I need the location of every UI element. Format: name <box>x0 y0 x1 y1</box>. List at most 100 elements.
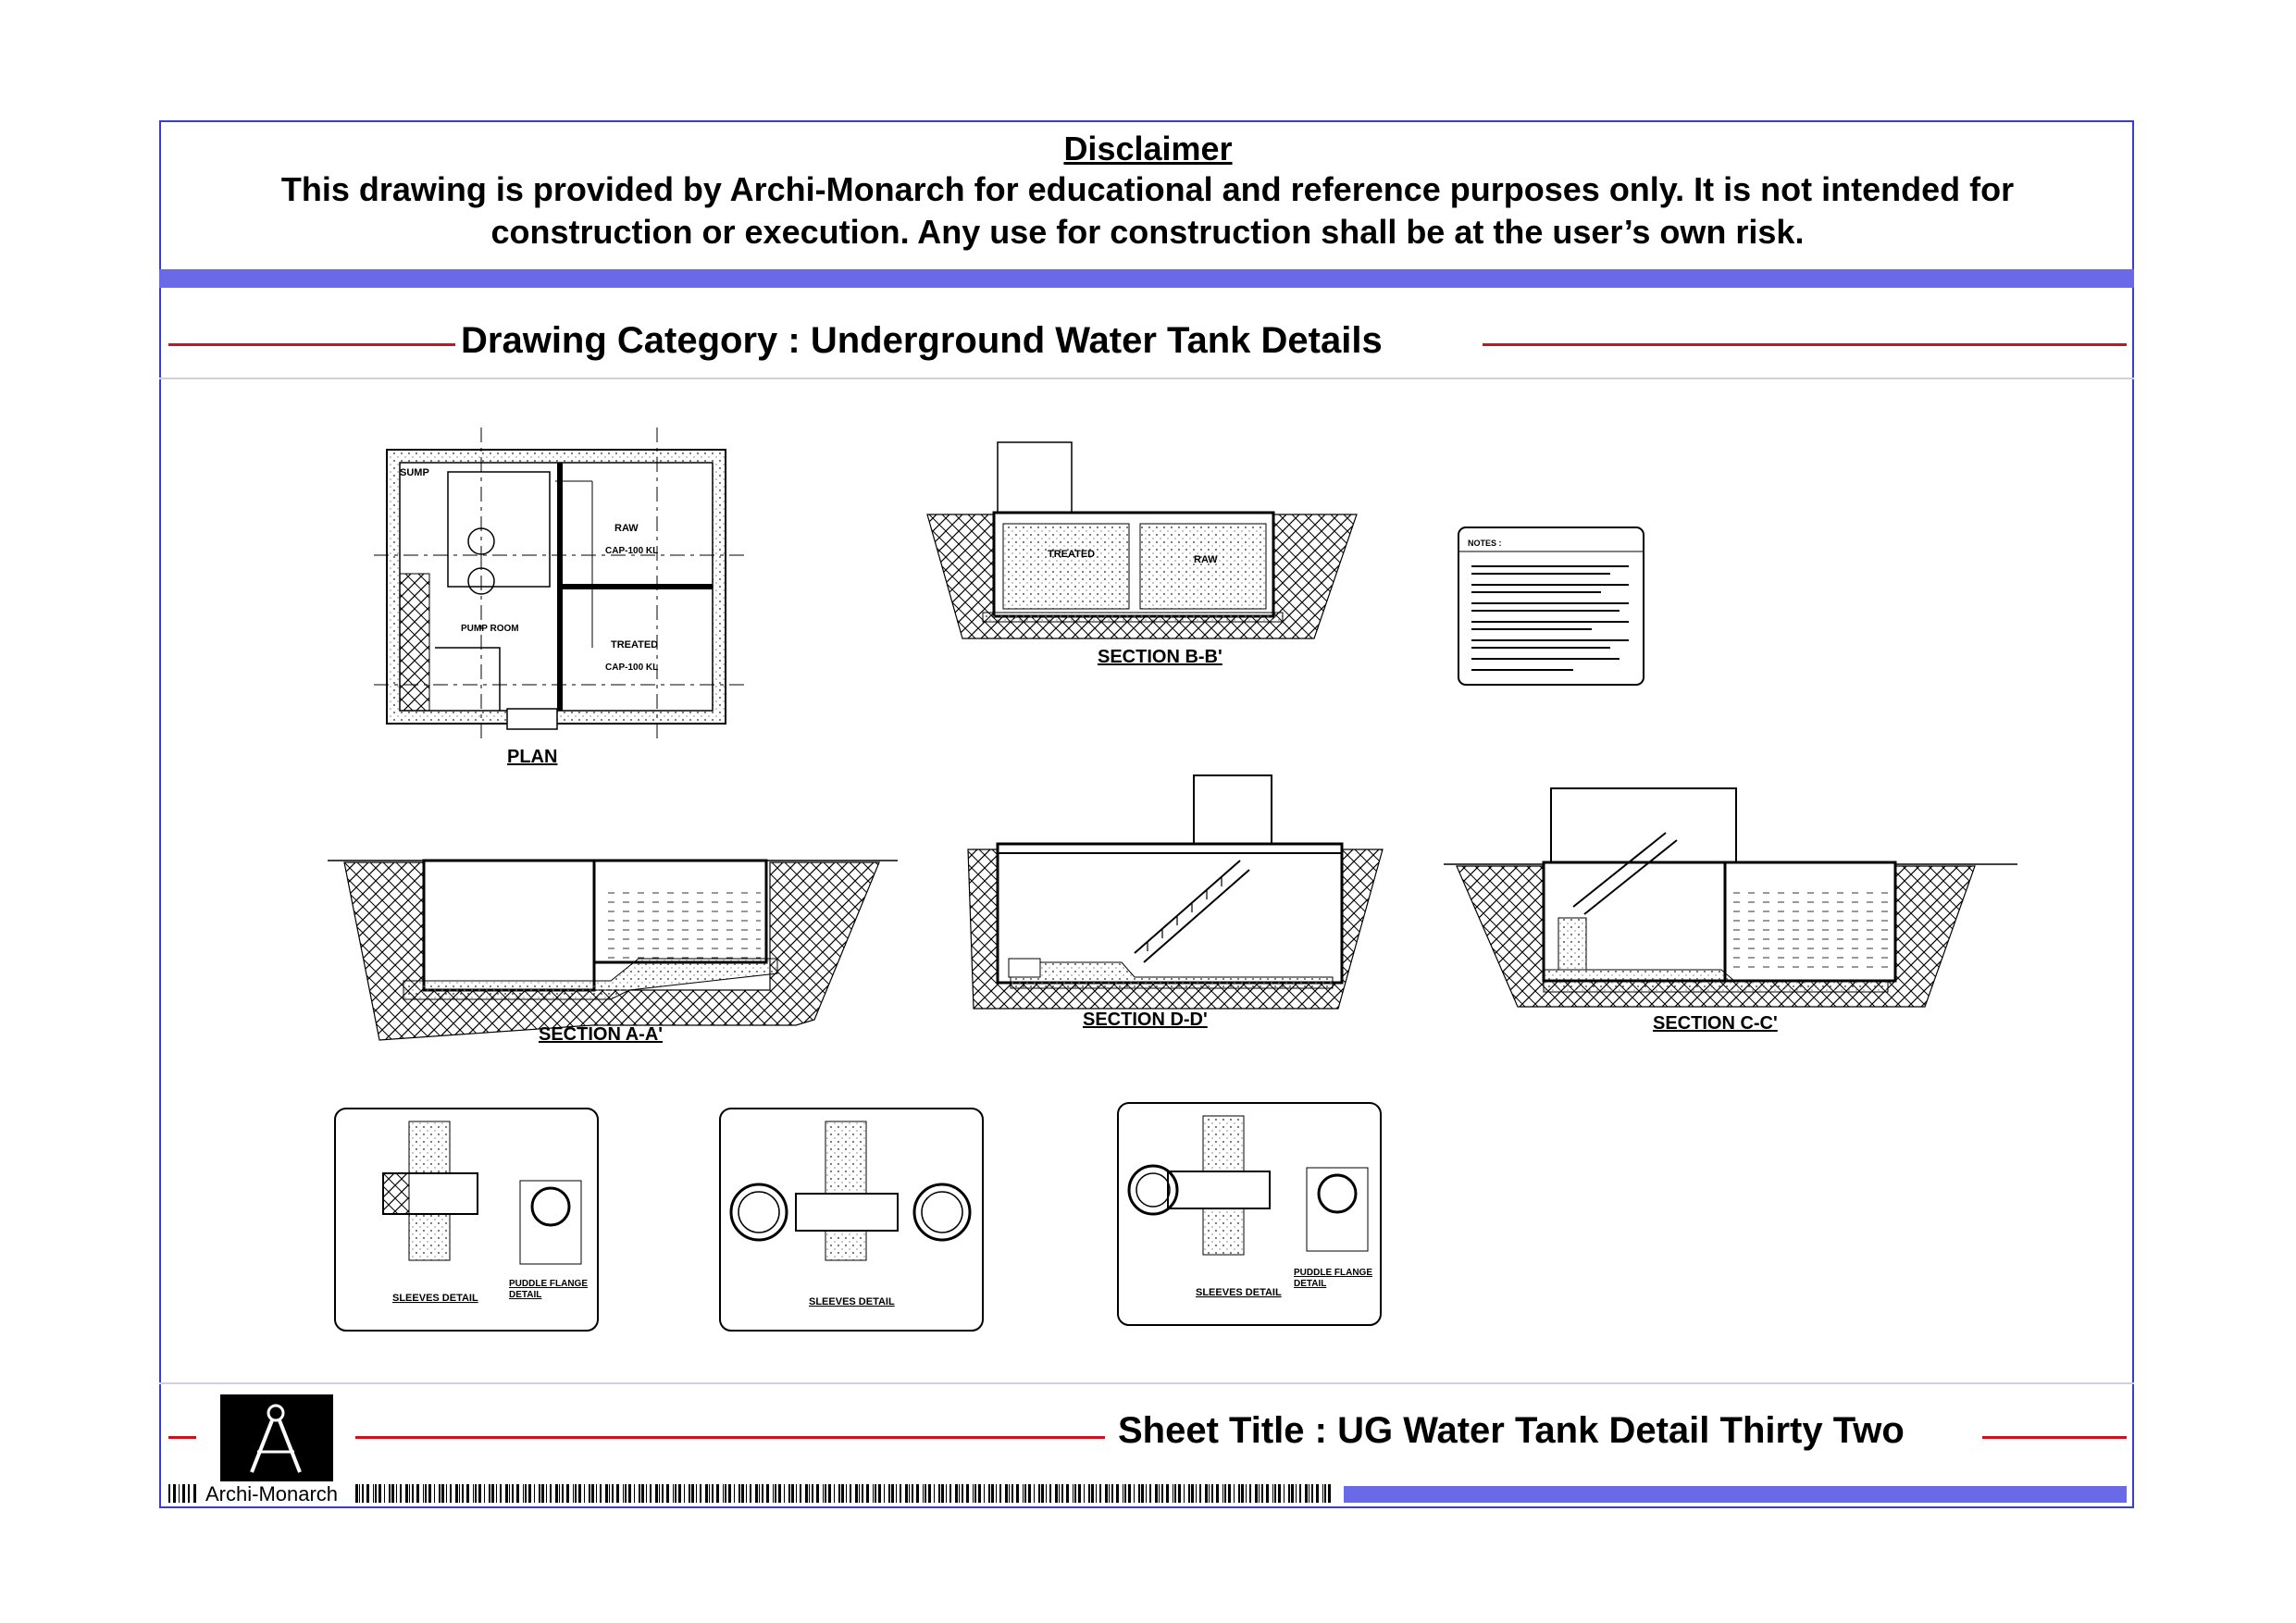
barcode-bar <box>778 1484 781 1503</box>
barcode-bar <box>505 1484 508 1503</box>
plan-treated-label: TREATED <box>611 639 658 650</box>
section-cc-title: SECTION C-C' <box>1653 1013 1778 1034</box>
barcode-bar <box>379 1484 381 1503</box>
barcode-bar <box>1211 1484 1213 1503</box>
disclaimer-text: This drawing is provided by Archi-Monarc… <box>185 168 2110 254</box>
barcode-bar <box>1011 1484 1013 1503</box>
barcode-bar <box>962 1484 963 1503</box>
barcode-bar <box>696 1484 697 1503</box>
barcode-bar <box>1299 1484 1301 1503</box>
barcode-bar <box>1261 1484 1263 1503</box>
barcode-bar <box>905 1484 908 1503</box>
barcode-bar <box>949 1484 951 1503</box>
barcode-bar <box>1124 1484 1126 1503</box>
barcode-bar <box>584 1484 585 1503</box>
barcode-bar <box>838 1484 840 1503</box>
barcode-bar <box>1288 1484 1290 1503</box>
barcode-bar <box>625 1484 627 1503</box>
barcode-bar <box>1099 1484 1101 1503</box>
barcode-bar <box>978 1484 981 1503</box>
barcode-bar <box>384 1484 385 1503</box>
barcode-bar <box>1234 1484 1235 1503</box>
barcode-bar <box>966 1484 969 1503</box>
sleeve-detail-2: SLEEVES DETAIL <box>719 1108 984 1332</box>
plan-raw-cap: CAP-100 KL <box>605 546 658 556</box>
barcode-bar <box>812 1484 813 1503</box>
barcode-strip <box>355 1484 1331 1503</box>
barcode-bar <box>628 1484 631 1503</box>
barcode-bar <box>941 1484 944 1503</box>
disclaimer-title: Disclaimer <box>1063 130 1233 167</box>
barcode-bar <box>959 1484 960 1503</box>
barcode-bar <box>473 1484 474 1503</box>
barcode-bar <box>1184 1484 1185 1503</box>
barcode-bar <box>1009 1484 1010 1503</box>
barcode-bar <box>450 1484 452 1503</box>
barcode-bar <box>705 1484 708 1503</box>
barcode-bar <box>900 1484 901 1503</box>
barcode-bar <box>773 1484 774 1503</box>
barcode-bar <box>409 1484 410 1503</box>
barcode-bar <box>1311 1484 1313 1503</box>
barcode-bar <box>759 1484 760 1503</box>
sheet-rule-left <box>355 1436 1105 1439</box>
barcode-bar <box>550 1484 552 1503</box>
barcode-bar <box>1128 1484 1131 1503</box>
barcode-bar <box>355 1484 358 1503</box>
disclaimer-line-2: construction or execution. Any use for c… <box>490 213 1805 251</box>
barcode-bar <box>728 1484 731 1503</box>
barcode-bar <box>539 1484 540 1503</box>
barcode-bar <box>766 1484 769 1503</box>
barcode-bar <box>712 1484 714 1503</box>
barcode-bar <box>884 1484 885 1503</box>
barcode-bar <box>1005 1484 1008 1503</box>
barcode-bar <box>1249 1484 1251 1503</box>
barcode-bar <box>489 1484 490 1503</box>
barcode-bar <box>546 1484 547 1503</box>
barcode-bar <box>641 1484 644 1503</box>
barcode-bar <box>928 1484 931 1503</box>
barcode-bar <box>875 1484 876 1503</box>
category-rule-left <box>168 343 455 346</box>
barcode-bar <box>500 1484 502 1503</box>
barcode-bar <box>689 1484 690 1503</box>
barcode-bar <box>373 1484 374 1503</box>
plan-treated-cap: CAP-100 KL <box>605 663 658 673</box>
sheet-frame <box>159 120 2134 1508</box>
barcode-bar <box>809 1484 810 1503</box>
barcode-bar <box>400 1484 402 1503</box>
barcode-bar <box>434 1484 435 1503</box>
plan-drawing: SUMP RAW CAP-100 KL TREATED CAP-100 KL P… <box>374 427 750 767</box>
sheet-title: Sheet Title : UG Water Tank Detail Thirt… <box>1118 1410 1905 1451</box>
barcode-bar <box>634 1484 635 1503</box>
barcode-bar <box>612 1484 614 1503</box>
barcode-bar <box>1246 1484 1247 1503</box>
barcode-bar <box>1134 1484 1135 1503</box>
barcode-bar <box>1146 1484 1147 1503</box>
barcode-bar <box>623 1484 624 1503</box>
barcode-bar <box>834 1484 835 1503</box>
barcode-bar <box>559 1484 560 1503</box>
barcode-bar <box>466 1484 469 1503</box>
plan-raw-label: RAW <box>614 523 639 534</box>
barcode-bar <box>609 1484 610 1503</box>
barcode-bar <box>662 1484 664 1503</box>
barcode-bar <box>896 1484 897 1503</box>
barcode-bar <box>973 1484 974 1503</box>
barcode-bar <box>823 1484 824 1503</box>
barcode-bar <box>891 1484 894 1503</box>
barcode-bar <box>1255 1484 1258 1503</box>
barcode-bar <box>1296 1484 1297 1503</box>
barcode-bar <box>1272 1484 1273 1503</box>
barcode-bar <box>666 1484 669 1503</box>
barcode-bar <box>866 1484 869 1503</box>
barcode-bar <box>596 1484 597 1503</box>
barcode-bar <box>1191 1484 1194 1503</box>
plan-title: PLAN <box>507 747 557 767</box>
barcode-bar <box>859 1484 860 1503</box>
barcode-bar <box>1266 1484 1269 1503</box>
barcode-bar <box>1149 1484 1151 1503</box>
barcode-bar <box>828 1484 831 1503</box>
barcode-bar <box>1238 1484 1240 1503</box>
barcode-bar <box>1046 1484 1047 1503</box>
